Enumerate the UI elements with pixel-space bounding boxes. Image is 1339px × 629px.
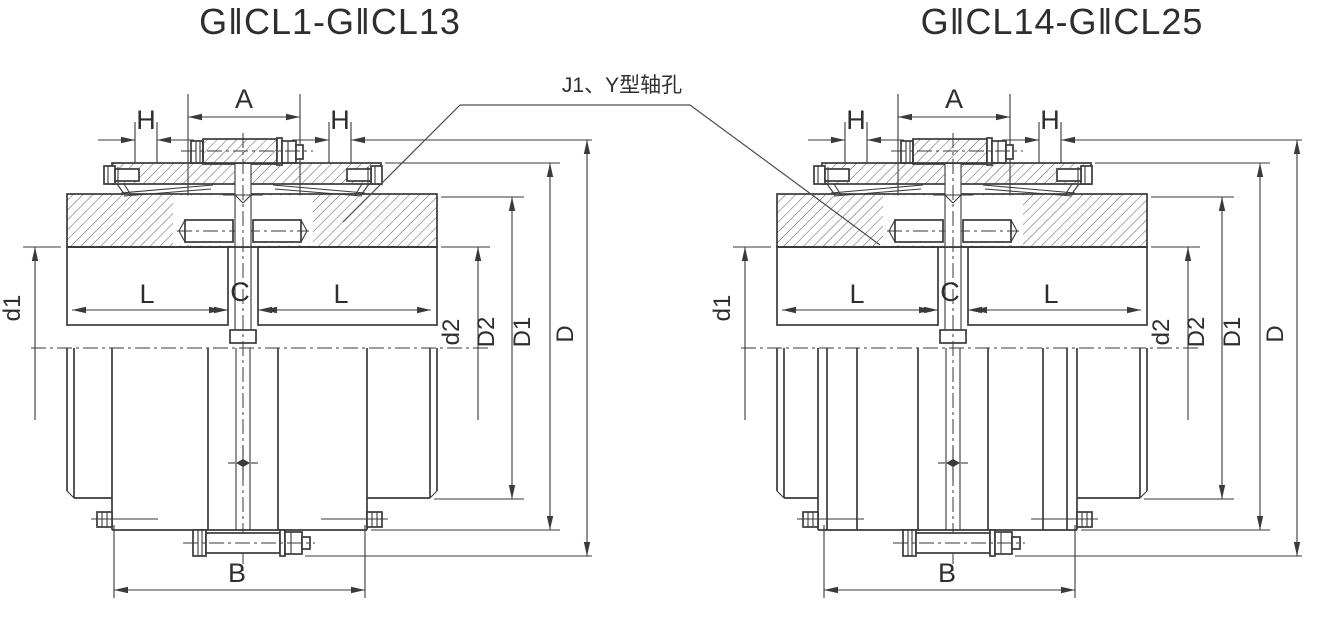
dim-label-a-left: A: [235, 84, 253, 114]
drawing-title-right: G‖CL14-G‖CL25: [921, 1, 1204, 42]
shaft-hole-annotation: J1、Y型轴孔: [562, 74, 682, 97]
dim-label-l2-right: L: [1043, 279, 1058, 309]
dim-label-h1-left: H: [136, 105, 156, 135]
dim-label-d2-right: d2: [1148, 319, 1175, 346]
dim-label-b-left: B: [228, 558, 246, 588]
dim-label-dd1-left: D1: [509, 317, 536, 348]
dim-label-dd2-right: D2: [1183, 317, 1210, 348]
dim-label-b-right: B: [938, 558, 956, 588]
dim-label-d1-right: d1: [709, 295, 736, 322]
dim-label-dd2-left: D2: [473, 317, 500, 348]
dim-label-a-right: A: [945, 84, 963, 114]
coupling-drawing-right: [733, 94, 1302, 598]
dim-label-h2-left: H: [330, 105, 350, 135]
annotation-leader-lines: [342, 104, 881, 246]
dim-label-dd-right: D: [1262, 325, 1289, 342]
coupling-drawing-left: [23, 94, 592, 598]
dim-label-l1-left: L: [139, 279, 154, 309]
dim-label-dd-left: D: [552, 325, 579, 342]
dim-label-d2-left: d2: [438, 319, 465, 346]
dim-label-l2-left: L: [333, 279, 348, 309]
dim-label-h2-right: H: [1040, 105, 1060, 135]
dim-label-dd1-right: D1: [1219, 317, 1246, 348]
dim-label-c-right: C: [940, 277, 960, 307]
drawing-title-left: G‖CL1-G‖CL13: [199, 1, 461, 42]
dim-label-d1-left: d1: [0, 295, 26, 322]
dim-label-h1-right: H: [846, 105, 866, 135]
dim-label-l1-right: L: [849, 279, 864, 309]
dim-label-c-left: C: [230, 277, 250, 307]
